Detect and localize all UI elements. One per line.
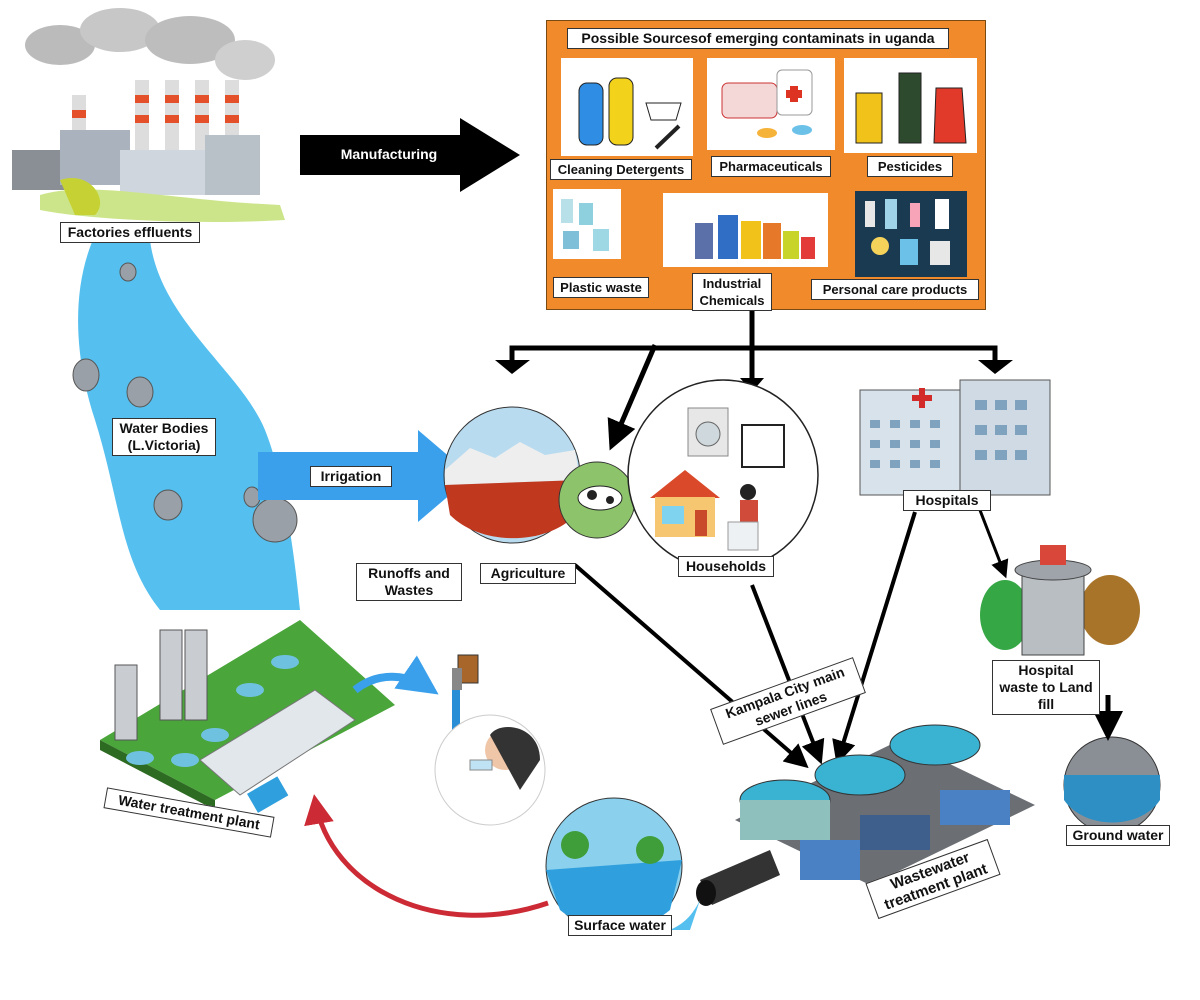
label-pesticides: Pesticides [867,156,953,177]
label-ground-water: Ground water [1066,825,1170,846]
pesticides-image [844,58,977,153]
wastewater-plant-icon [735,724,1035,885]
label-manufacturing: Manufacturing [333,144,445,165]
pharmaceuticals-image [707,58,835,150]
waste-bin-icon [980,545,1140,656]
label-surface-water: Surface water [568,915,672,936]
label-industrial-chemicals: Industrial Chemicals [692,273,772,311]
industrial-chemicals-image [663,193,828,267]
label-irrigation: Irrigation [310,466,392,487]
label-runoffs-wastes: Runoffs and Wastes [356,563,462,601]
arrow-surface-to-treatment [304,794,549,918]
hospital-icon [859,379,1051,496]
label-factories-effluents: Factories effluents [60,222,200,243]
label-agriculture: Agriculture [480,563,576,584]
sources-title: Possible Sourcesof emerging contaminats … [567,28,949,49]
outfall-pipe-icon [670,850,780,930]
factory-icon [12,8,285,222]
label-plastic-waste: Plastic waste [553,277,649,298]
source-distribution-arrows [509,310,998,451]
sewer-lines [573,511,917,769]
label-households: Households [678,556,774,577]
cleaning-detergents-image [561,58,693,156]
households-icon [627,379,819,571]
sources-panel: Possible Sourcesof emerging contaminats … [546,20,986,311]
ground-water-icon [1063,736,1161,834]
plastic-waste-image [553,189,621,259]
river-rocks [72,262,298,543]
arrow-treatment-to-tap [352,655,439,695]
label-water-bodies: Water Bodies (L.Victoria) [112,418,216,456]
tap-icon [452,654,479,750]
water-treatment-plant-icon [100,620,395,813]
label-pharmaceuticals: Pharmaceuticals [711,156,831,177]
label-hospitals: Hospitals [903,490,991,511]
agriculture-icon [443,406,636,544]
surface-water-icon [545,797,683,935]
label-personal-care: Personal care products [811,279,979,300]
personal-care-image [855,191,967,277]
arrow-hospital-to-bin [976,504,1009,579]
label-cleaning-detergents: Cleaning Detergents [550,159,692,180]
drinking-person-icon [434,714,546,826]
label-hospital-waste: Hospital waste to Land fill [992,660,1100,715]
